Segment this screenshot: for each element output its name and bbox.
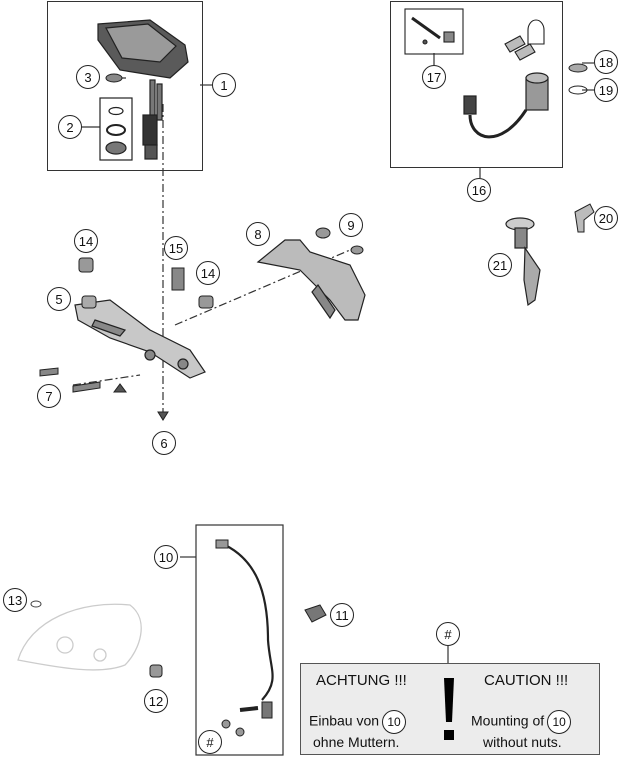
washer-drawing <box>105 73 123 83</box>
callout-15: 15 <box>164 236 188 260</box>
callout-6: 6 <box>152 431 176 455</box>
callout-17: 17 <box>422 65 446 89</box>
callout-2: 2 <box>58 115 82 139</box>
headlight-bracket-drawing <box>256 239 366 321</box>
damper-14b-drawing <box>198 295 214 309</box>
nut-9b-drawing <box>350 245 364 255</box>
note-ref-10-english: 10 <box>547 710 572 734</box>
note-title-german: ACHTUNG !!! <box>316 672 407 689</box>
box-1 <box>47 1 203 171</box>
ring-18-drawing <box>568 63 588 73</box>
instrument-bracket-drawing <box>74 299 206 379</box>
axis-line-bolt <box>72 374 141 386</box>
callout-12: 12 <box>144 689 168 713</box>
screw-7a-drawing <box>39 367 59 377</box>
bush-5-drawing <box>81 295 97 309</box>
callout-10: 10 <box>154 545 178 569</box>
box-16 <box>390 1 563 168</box>
exclamation-icon <box>444 678 454 740</box>
ring-19-drawing <box>568 85 588 95</box>
callout-19: 19 <box>594 78 618 102</box>
sleeve-15-drawing <box>171 267 185 291</box>
tank-lock-drawing <box>505 217 541 307</box>
callout-9: 9 <box>339 213 363 237</box>
callout-14-second: 14 <box>196 261 220 285</box>
sleeve-12-drawing <box>149 664 163 678</box>
callout-18: 18 <box>594 50 618 74</box>
ring-13-drawing <box>30 600 42 608</box>
speed-sensor-cable-drawing <box>215 539 274 737</box>
callout-8: 8 <box>246 222 270 246</box>
ignition-lock-drawing <box>463 72 549 139</box>
callout-1: 1 <box>212 73 236 97</box>
callout-11: 11 <box>330 603 354 627</box>
callout-7: 7 <box>37 384 61 408</box>
note-title-english: CAUTION !!! <box>484 672 569 689</box>
clip-11-drawing <box>304 604 327 623</box>
note-english-line-2: without nuts. <box>483 734 562 750</box>
callout-16: 16 <box>467 178 491 202</box>
callout-20: 20 <box>594 206 618 230</box>
note-german-line-2: ohne Muttern. <box>313 734 400 750</box>
screw-6-drawing <box>157 411 169 421</box>
callout-hash-box: # <box>198 730 222 754</box>
callout-5: 5 <box>47 287 71 311</box>
damper-14-drawing <box>78 257 94 273</box>
callout-14: 14 <box>74 229 98 253</box>
fork-bracket-ghost-drawing <box>17 603 142 671</box>
box-10 <box>195 524 284 756</box>
nut-9-drawing <box>315 227 331 239</box>
callout-21: 21 <box>488 253 512 277</box>
instrument-cluster-drawing <box>97 19 189 160</box>
key-20-drawing <box>574 203 595 233</box>
key-blank-drawing <box>404 8 464 55</box>
keys-drawing <box>504 19 545 61</box>
grommet-group-drawing <box>99 97 133 161</box>
note-ref-10-german: 10 <box>382 710 407 734</box>
callout-3: 3 <box>76 65 100 89</box>
callout-hash-note: # <box>436 622 460 646</box>
callout-13: 13 <box>3 588 27 612</box>
screw-small-drawing <box>113 383 127 393</box>
screw-7b-drawing <box>72 381 101 393</box>
